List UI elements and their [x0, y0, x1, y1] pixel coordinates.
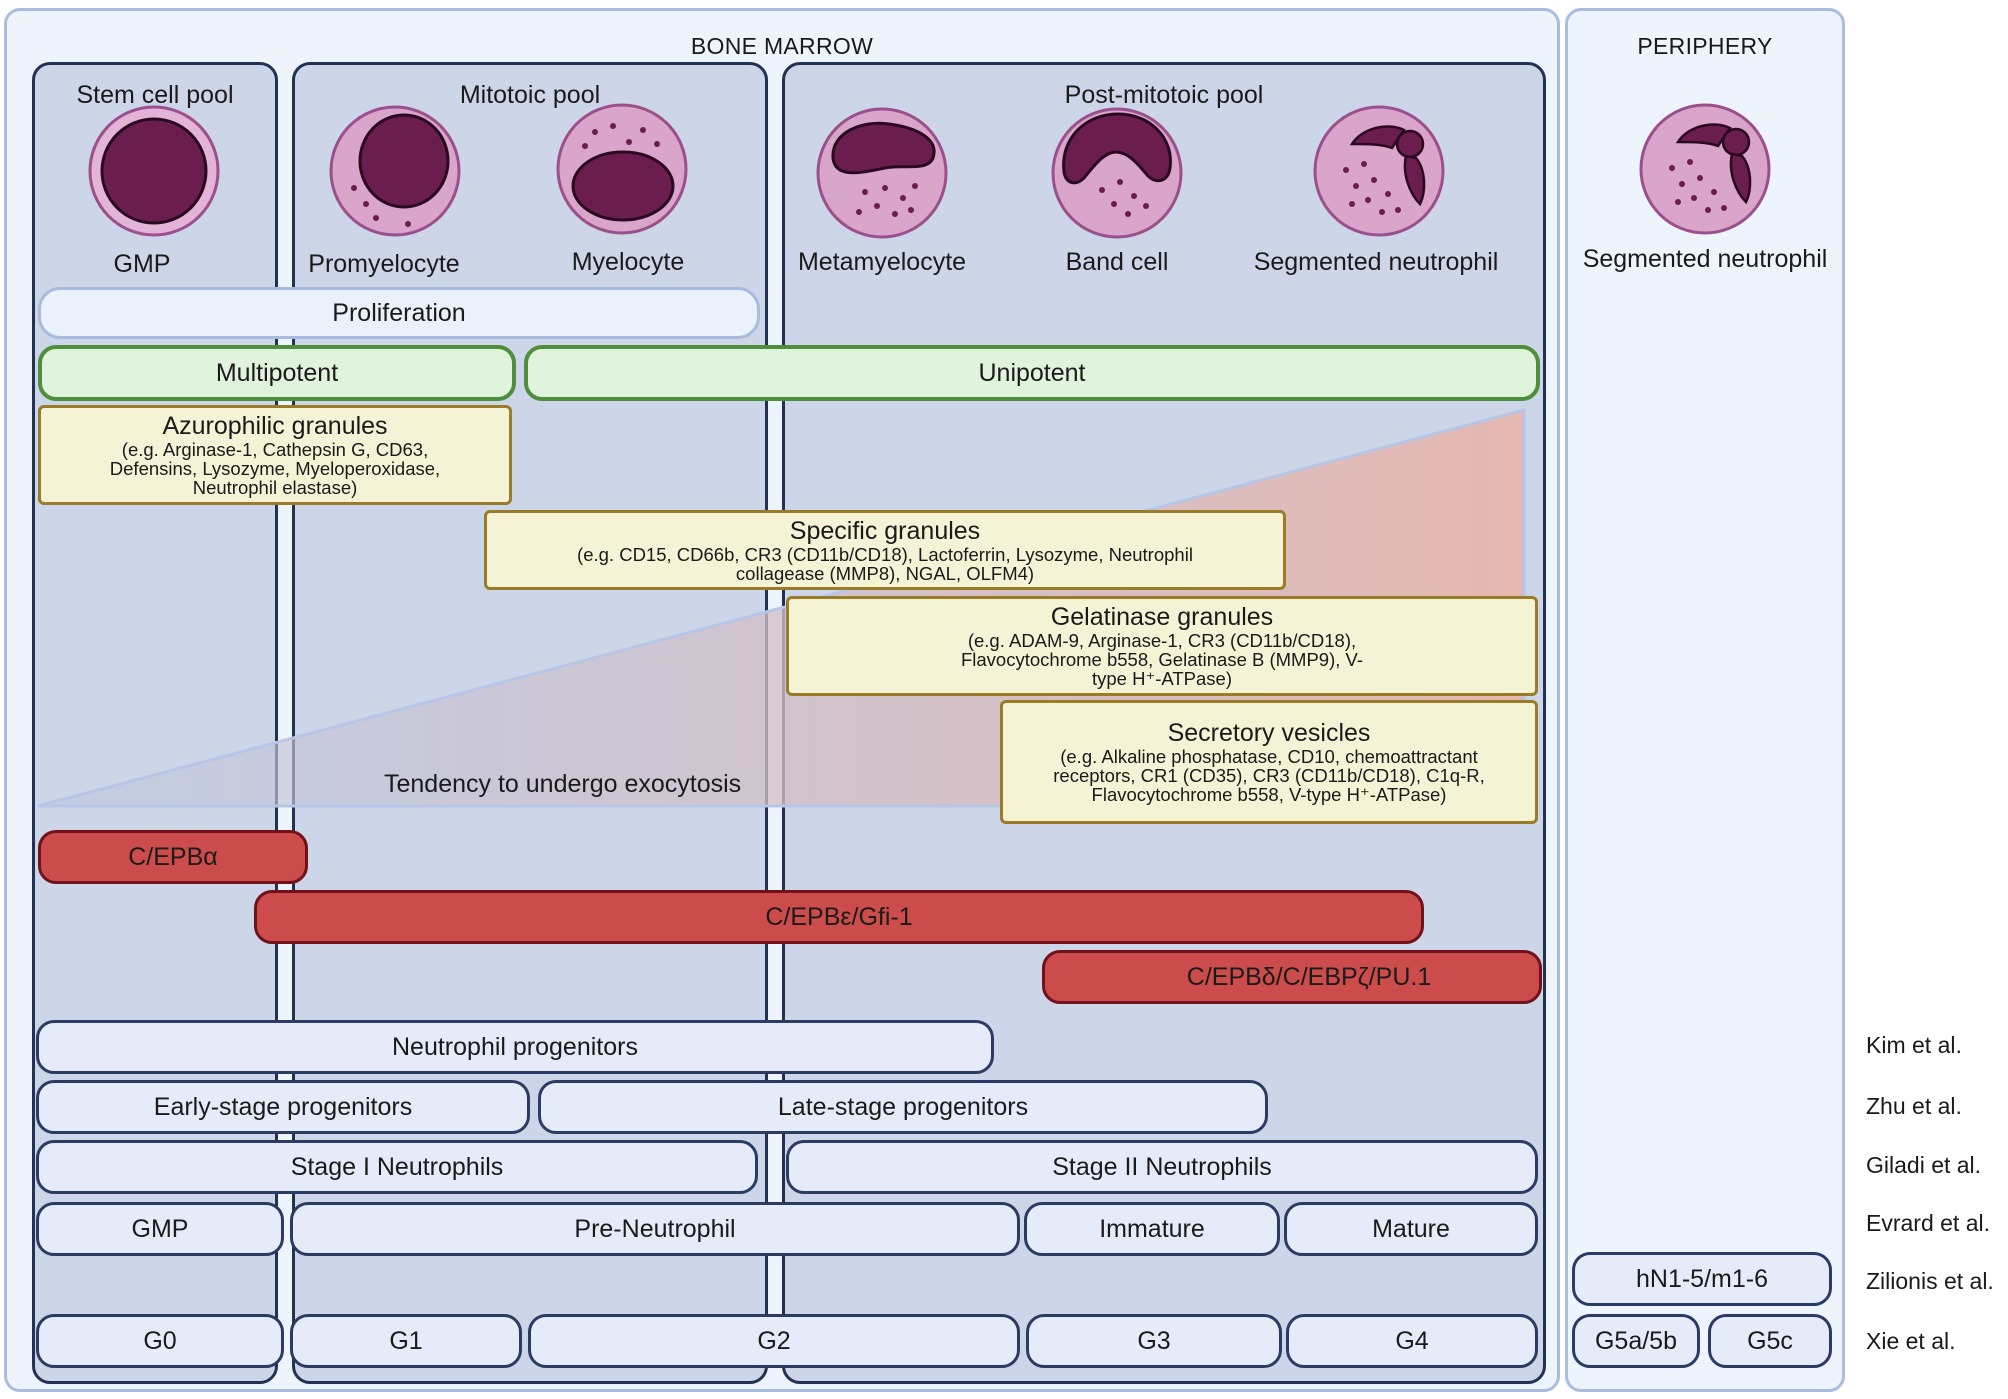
- xie-g0: G0: [36, 1314, 284, 1368]
- cebpe-gfi1-bar: C/EPBε/Gfi-1: [254, 890, 1424, 944]
- evrard-mature: Mature: [1284, 1202, 1538, 1256]
- mitotic-pool-title: Mitotoic pool: [459, 81, 601, 109]
- metamyelocyte-cell-icon: [816, 107, 948, 239]
- xie-g5a-5b: G5a/5b: [1572, 1314, 1700, 1368]
- stem-cell-pool-title: Stem cell pool: [76, 81, 234, 109]
- zilionis-hn1-5-m1-6: hN1-5/m1-6: [1572, 1252, 1832, 1306]
- promyelocyte-label: Promyelocyte: [308, 250, 460, 278]
- band-cell-label: Band cell: [1065, 248, 1169, 276]
- gelatinase-granules-desc: (e.g. ADAM-9, Arginase-1, CR3 (CD11b/CD1…: [960, 630, 1364, 689]
- myelocyte-label: Myelocyte: [571, 248, 685, 276]
- exocytosis-label: Tendency to undergo exocytosis: [384, 770, 742, 798]
- periphery-segmented-neutrophil-label: Segmented neutrophil: [1582, 245, 1828, 273]
- evrard-pre-neutrophil: Pre-Neutrophil: [290, 1202, 1020, 1256]
- evrard-gmp: GMP: [36, 1202, 284, 1256]
- secretory-vesicles-desc: (e.g. Alkaline phosphatase, CD10, chemoa…: [1053, 746, 1485, 805]
- xie-g5c: G5c: [1708, 1314, 1832, 1368]
- kim-reference: Kim et al.: [1866, 1032, 1962, 1058]
- azurophilic-granules-title: Azurophilic granules: [162, 412, 388, 440]
- segmented-neutrophil-cell-icon: [1313, 105, 1445, 237]
- zilionis-reference: Zilionis et al.: [1866, 1268, 1994, 1294]
- specific-granules-box: Specific granules (e.g. CD15, CD66b, CR3…: [484, 510, 1286, 590]
- proliferation-band: Proliferation: [38, 287, 760, 339]
- giladi-stage-i-neutrophils: Stage I Neutrophils: [36, 1140, 758, 1194]
- promyelocyte-cell-icon: [329, 105, 461, 237]
- zhu-late-stage-progenitors: Late-stage progenitors: [538, 1080, 1268, 1134]
- xie-reference: Xie et al.: [1866, 1328, 1956, 1354]
- gelatinase-granules-title: Gelatinase granules: [1050, 603, 1274, 631]
- post-mitotic-pool-title: Post-mitotoic pool: [1064, 81, 1264, 109]
- secretory-vesicles-box: Secretory vesicles (e.g. Alkaline phosph…: [1000, 700, 1538, 824]
- gelatinase-granules-box: Gelatinase granules (e.g. ADAM-9, Argina…: [786, 596, 1538, 696]
- xie-g2: G2: [528, 1314, 1020, 1368]
- cebpa-bar: C/EPBα: [38, 830, 308, 884]
- specific-granules-title: Specific granules: [789, 516, 981, 545]
- multipotent-band: Multipotent: [38, 345, 516, 401]
- azurophilic-granules-box: Azurophilic granules (e.g. Arginase-1, C…: [38, 405, 512, 505]
- azurophilic-granules-desc: (e.g. Arginase-1, Cathepsin G, CD63, Def…: [109, 439, 441, 498]
- metamyelocyte-label: Metamyelocyte: [797, 248, 967, 276]
- xie-g4: G4: [1286, 1314, 1538, 1368]
- giladi-stage-ii-neutrophils: Stage II Neutrophils: [786, 1140, 1538, 1194]
- myelocyte-cell-icon: [556, 103, 688, 235]
- xie-g1: G1: [290, 1314, 522, 1368]
- periphery-segmented-neutrophil-icon: [1639, 103, 1771, 235]
- periphery-title: PERIPHERY: [1637, 33, 1773, 59]
- zhu-reference: Zhu et al.: [1866, 1093, 1962, 1119]
- band-cell-icon: [1051, 107, 1183, 239]
- kim-neutrophil-progenitors: Neutrophil progenitors: [36, 1020, 994, 1074]
- gmp-label: GMP: [113, 250, 171, 278]
- periphery-region: PERIPHERY: [1565, 8, 1845, 1392]
- bone-marrow-title: BONE MARROW: [690, 33, 874, 59]
- evrard-reference: Evrard et al.: [1866, 1210, 1990, 1236]
- giladi-reference: Giladi et al.: [1866, 1152, 1982, 1178]
- xie-g3: G3: [1026, 1314, 1282, 1368]
- zhu-early-stage-progenitors: Early-stage progenitors: [36, 1080, 530, 1134]
- specific-granules-desc: (e.g. CD15, CD66b, CR3 (CD11b/CD18), Lac…: [577, 543, 1193, 584]
- segmented-neutrophil-label: Segmented neutrophil: [1253, 248, 1499, 276]
- evrard-immature: Immature: [1024, 1202, 1280, 1256]
- gmp-cell-icon: [88, 105, 220, 237]
- secretory-vesicles-title: Secretory vesicles: [1167, 719, 1371, 747]
- unipotent-band: Unipotent: [524, 345, 1540, 401]
- cebpd-cebpz-pu1-bar: C/EPBδ/C/EBPζ/PU.1: [1042, 950, 1542, 1004]
